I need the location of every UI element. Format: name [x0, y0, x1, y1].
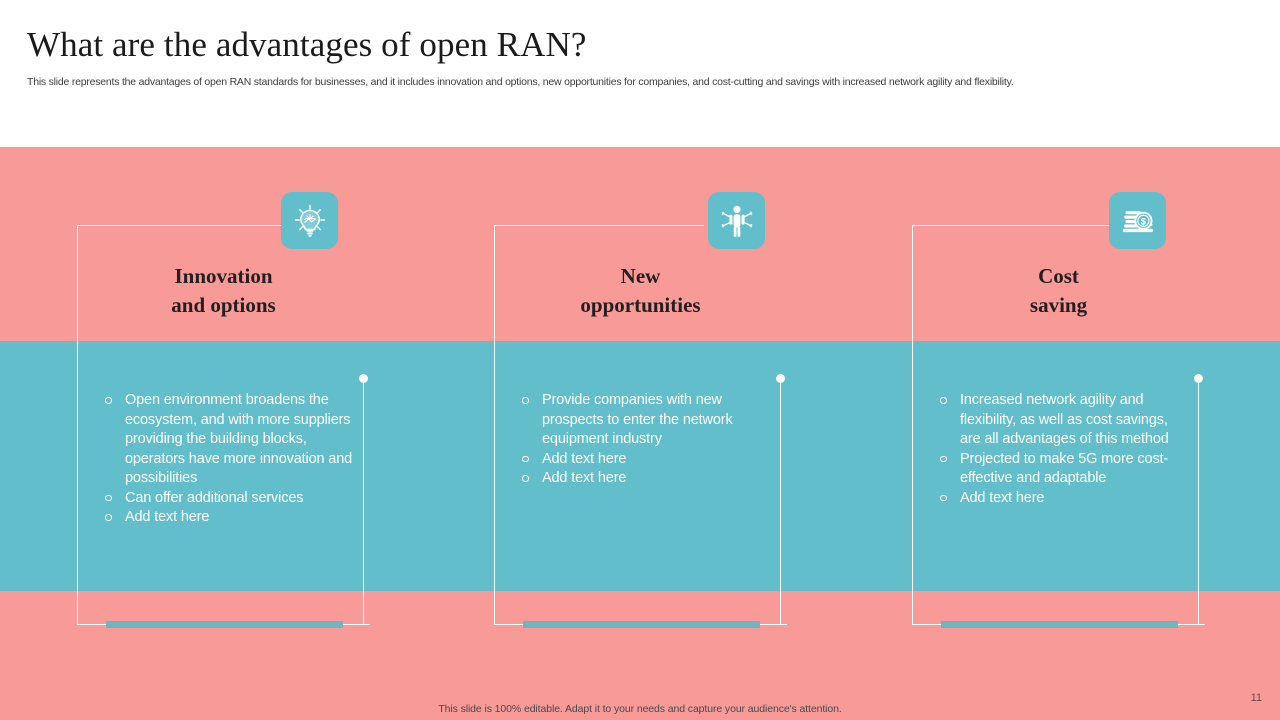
card-heading-line1: Innovation	[174, 264, 273, 288]
list-item-text: Add text here	[542, 450, 627, 467]
card-frame-right-line	[363, 379, 365, 625]
card-frame-right-line	[780, 379, 782, 625]
card-frame-dot	[359, 374, 368, 383]
bullet-marker-icon	[522, 455, 529, 462]
card-heading-line1: Cost	[1038, 264, 1079, 288]
card-heading-line2: opportunities	[580, 293, 701, 317]
list-item: Add text here	[936, 489, 1191, 509]
card-accent-bar	[523, 621, 760, 628]
card-heading: New opportunities	[494, 262, 787, 320]
page-title: What are the advantages of open RAN?	[27, 25, 587, 64]
card-frame-dot	[1194, 374, 1203, 383]
list-item-text: Add text here	[960, 489, 1045, 506]
page-subtitle: This slide represents the advantages of …	[27, 76, 1014, 88]
card-bullet-list: Increased network agility and flexibilit…	[936, 391, 1191, 508]
list-item-text: Provide companies with new prospects to …	[542, 392, 733, 447]
card-frame-dot	[776, 374, 785, 383]
bullet-marker-icon	[105, 494, 112, 501]
card-bullet-list: Open environment broadens the ecosystem,…	[101, 391, 356, 528]
list-item: Provide companies with new prospects to …	[518, 391, 773, 450]
card-frame-left-line	[494, 225, 496, 625]
bullet-marker-icon	[940, 397, 947, 404]
page-number: 11	[1250, 692, 1262, 704]
card-accent-bar	[106, 621, 343, 628]
bullet-marker-icon	[105, 514, 112, 521]
card-frame-top-line	[77, 225, 287, 227]
slide-header: What are the advantages of open RAN? Thi…	[0, 0, 1280, 147]
list-item: Projected to make 5G more cost-effective…	[936, 450, 1191, 489]
list-item-text: Can offer additional services	[125, 489, 304, 506]
list-item: Add text here	[101, 508, 356, 528]
card-frame-top-line	[912, 225, 1122, 227]
advantage-card-new-opportunities[interactable]: New opportunities Provide companies with…	[494, 192, 787, 628]
list-item-text: Increased network agility and flexibilit…	[960, 392, 1169, 447]
list-item-text: Projected to make 5G more cost-effective…	[960, 450, 1169, 487]
card-bullet-list: Provide companies with new prospects to …	[518, 391, 773, 489]
card-heading-line2: and options	[171, 293, 276, 317]
card-frame-left-line	[77, 225, 79, 625]
teal-background-band	[0, 341, 1280, 591]
money-savings-icon: $	[1109, 192, 1166, 249]
card-frame-top-line	[494, 225, 704, 227]
list-item-text: Open environment broadens the ecosystem,…	[125, 392, 353, 486]
person-opportunities-icon	[708, 192, 765, 249]
list-item: Increased network agility and flexibilit…	[936, 391, 1191, 450]
bullet-marker-icon	[105, 397, 112, 404]
card-heading: Cost saving	[912, 262, 1205, 320]
bullet-marker-icon	[940, 494, 947, 501]
card-heading-line2: saving	[1029, 293, 1088, 317]
svg-text:$: $	[1140, 216, 1146, 227]
list-item: Open environment broadens the ecosystem,…	[101, 391, 356, 489]
list-item-text: Add text here	[125, 509, 210, 525]
list-item: Add text here	[518, 450, 773, 470]
lightbulb-brain-icon	[281, 192, 338, 249]
card-accent-bar	[941, 621, 1178, 628]
list-item: Add text here	[518, 469, 773, 489]
card-frame-right-line	[1198, 379, 1200, 625]
list-item-text: Add text here	[542, 470, 627, 486]
bullet-marker-icon	[940, 455, 947, 462]
list-item: Can offer additional services	[101, 489, 356, 509]
card-heading-line1: New	[620, 264, 661, 288]
advantage-card-cost-saving[interactable]: $ Cost saving Increased network agility …	[912, 192, 1205, 628]
advantage-card-innovation[interactable]: Innovation and options Open environment …	[77, 192, 370, 628]
card-heading: Innovation and options	[77, 262, 370, 320]
bullet-marker-icon	[522, 397, 529, 404]
bullet-marker-icon	[522, 475, 529, 482]
footer-note: This slide is 100% editable. Adapt it to…	[438, 703, 842, 715]
card-frame-left-line	[912, 225, 914, 625]
